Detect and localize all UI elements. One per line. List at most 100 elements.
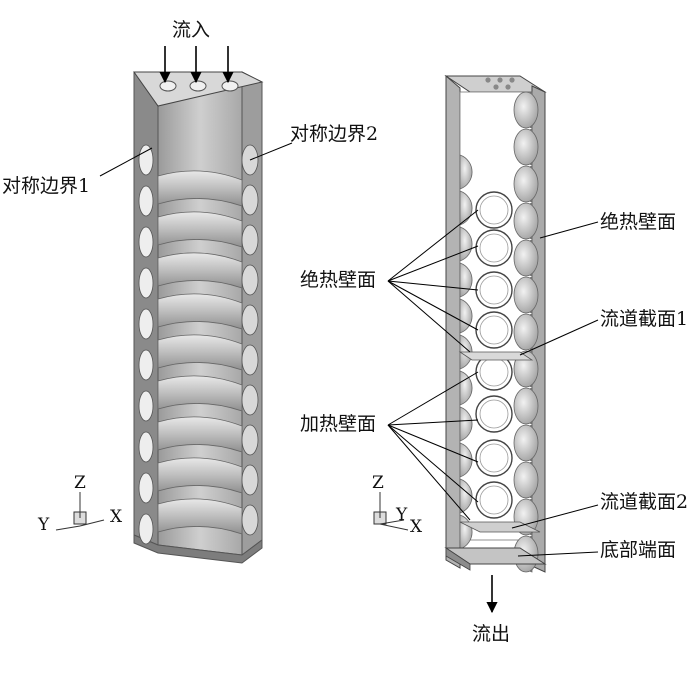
left-half-sphere <box>459 442 473 478</box>
left-rib <box>157 416 243 453</box>
right-frame-left-rail <box>445 74 461 569</box>
right-sphere <box>513 239 539 277</box>
left-rib <box>157 457 243 494</box>
right-edge-bump <box>241 464 259 496</box>
right-edge-bump <box>241 264 259 296</box>
right-sphere <box>513 387 539 425</box>
right-ring-column <box>475 191 513 519</box>
left-rib <box>157 375 243 412</box>
left-edge-holes <box>138 144 154 545</box>
left-ribs <box>157 170 243 535</box>
right-edge-bump <box>241 384 259 416</box>
right-axis-triad: Z Y X <box>372 473 423 537</box>
left-half-sphere <box>459 406 473 442</box>
left-half-sphere <box>459 226 473 262</box>
heated-leader-5 <box>387 424 471 521</box>
adiabatic-wall-left-label: 绝热壁面 <box>300 269 376 291</box>
left-axis-triad: Z Y X <box>37 473 123 535</box>
right-sphere <box>513 276 539 314</box>
left-bottom-face <box>133 534 263 564</box>
right-sphere <box>513 165 539 203</box>
inlet-hole-1 <box>159 80 177 92</box>
left-edge-hole <box>138 513 154 545</box>
adiabatic-leader-2 <box>387 245 479 282</box>
adiabatic-wall-right-label: 绝热壁面 <box>600 211 676 233</box>
left-half-sphere <box>459 298 473 334</box>
left-axis-x: X <box>110 507 123 527</box>
left-rib <box>157 293 243 330</box>
left-rib <box>157 252 243 289</box>
right-sphere <box>513 91 539 129</box>
left-rib <box>157 211 243 248</box>
channel-ring-inner <box>479 195 509 225</box>
bottom-end-face-leader <box>517 551 599 557</box>
channel-ring-inner <box>479 485 509 515</box>
channel-section-2-label: 流道截面2 <box>600 491 688 513</box>
left-edge-hole <box>138 349 154 381</box>
channel-ring-inner <box>479 315 509 345</box>
inlet-hole-2 <box>189 80 207 92</box>
channel-section-2-leader <box>511 504 599 529</box>
right-axis-x: X <box>410 517 423 537</box>
left-edge-hole <box>138 185 154 217</box>
channel-ring <box>475 439 513 477</box>
adiabatic-leader-3 <box>387 280 479 291</box>
right-sphere <box>513 128 539 166</box>
channel-ring <box>475 191 513 229</box>
adiabatic-leader-4 <box>387 280 479 331</box>
channel-ring <box>475 229 513 267</box>
right-edge-bump <box>241 424 259 456</box>
heated-leader-1 <box>387 371 479 426</box>
right-edge-bump <box>241 184 259 216</box>
right-sphere <box>513 424 539 462</box>
right-edge-bump <box>241 504 259 536</box>
symmetry-boundary-2-leader <box>249 142 293 161</box>
adiabatic-leader-1 <box>387 209 479 282</box>
left-edge-hole <box>138 431 154 463</box>
left-half-sphere <box>459 370 473 406</box>
channel-ring-inner <box>479 233 509 263</box>
channel-section-1-label: 流道截面1 <box>600 308 688 330</box>
left-edge-hole <box>138 390 154 422</box>
left-rib <box>157 170 243 207</box>
left-edge-hole <box>138 267 154 299</box>
left-edge-hole <box>138 472 154 504</box>
channel-ring <box>475 481 513 519</box>
left-edge-hole <box>138 144 154 176</box>
heated-leader-3 <box>387 424 479 463</box>
heated-leader-4 <box>387 424 479 503</box>
right-model: 流出 绝热壁面 绝热壁面 流道截面1 加热壁面 流道截面2 底部端面 Z Y <box>300 74 688 645</box>
left-model: 流入 对称边界1 对称边界2 Z Y X <box>2 19 378 564</box>
right-sphere <box>513 202 539 240</box>
outflow-label: 流出 <box>472 623 510 645</box>
right-sphere <box>513 313 539 351</box>
bottom-end-face-label: 底部端面 <box>600 539 676 561</box>
adiabatic-wall-right-leader <box>539 221 599 239</box>
channel-section-2-plane <box>459 521 541 533</box>
left-edge-hole <box>138 226 154 258</box>
adiabatic-leader-5 <box>387 280 471 353</box>
left-rib <box>157 498 243 535</box>
channel-ring-inner <box>479 443 509 473</box>
symmetry-boundary-2-label: 对称边界2 <box>290 123 378 145</box>
left-rib <box>157 334 243 371</box>
channel-ring <box>475 271 513 309</box>
channel-section-1-plane <box>458 351 534 361</box>
left-half-sphere <box>459 154 473 190</box>
channel-ring <box>475 311 513 349</box>
right-sphere <box>513 461 539 499</box>
right-axis-z: Z <box>372 473 384 493</box>
inlet-hole-3 <box>221 80 239 92</box>
left-half-sphere <box>459 478 473 514</box>
right-axis-y: Y <box>395 505 408 525</box>
channel-ring <box>475 395 513 433</box>
channel-ring-inner <box>479 275 509 305</box>
bottom-end-plate-edge <box>445 547 471 571</box>
right-edge-bump <box>241 304 259 336</box>
right-frame-top <box>444 75 547 93</box>
right-edge-bumps <box>241 144 259 536</box>
left-axis-z: Z <box>74 473 86 493</box>
channel-ring-inner <box>479 399 509 429</box>
symmetry-boundary-1-label: 对称边界1 <box>2 175 90 197</box>
